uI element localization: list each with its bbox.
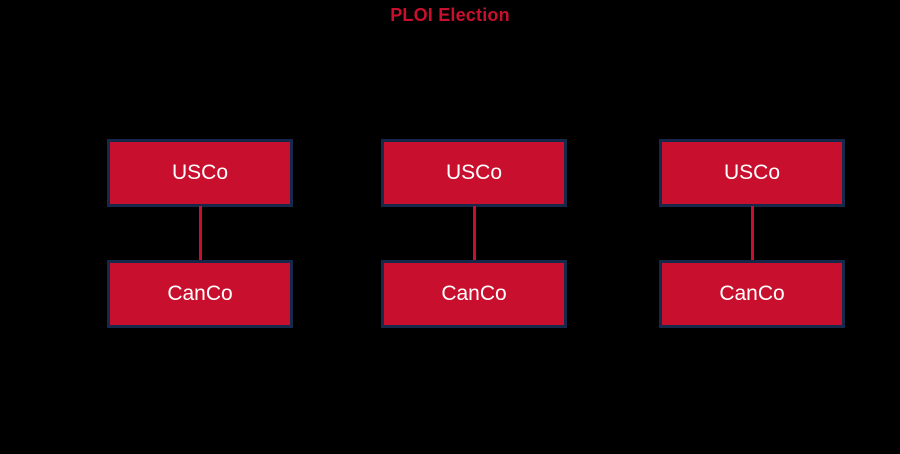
entity-label: USCo xyxy=(445,161,503,184)
entity-box-subsidiary-2[interactable]: CanCo xyxy=(381,260,567,328)
page-title: PLOI Election xyxy=(390,5,510,25)
entity-label: USCo xyxy=(171,161,229,184)
structure-group-3: USCo CanCo xyxy=(659,0,845,454)
entity-label: CanCo xyxy=(719,282,785,305)
ownership-connector-2 xyxy=(473,206,476,261)
structure-group-2: USCo CanCo xyxy=(381,0,567,454)
ownership-connector-3 xyxy=(751,206,754,261)
entity-label: USCo xyxy=(723,161,781,184)
structure-group-1: USCo CanCo xyxy=(107,0,293,454)
entity-box-parent-1[interactable]: USCo xyxy=(107,139,293,207)
entity-box-subsidiary-1[interactable]: CanCo xyxy=(107,260,293,328)
entity-label: CanCo xyxy=(441,282,507,305)
entity-box-parent-2[interactable]: USCo xyxy=(381,139,567,207)
entity-label: CanCo xyxy=(167,282,233,305)
entity-box-parent-3[interactable]: USCo xyxy=(659,139,845,207)
entity-box-subsidiary-3[interactable]: CanCo xyxy=(659,260,845,328)
ownership-connector-1 xyxy=(199,206,202,261)
